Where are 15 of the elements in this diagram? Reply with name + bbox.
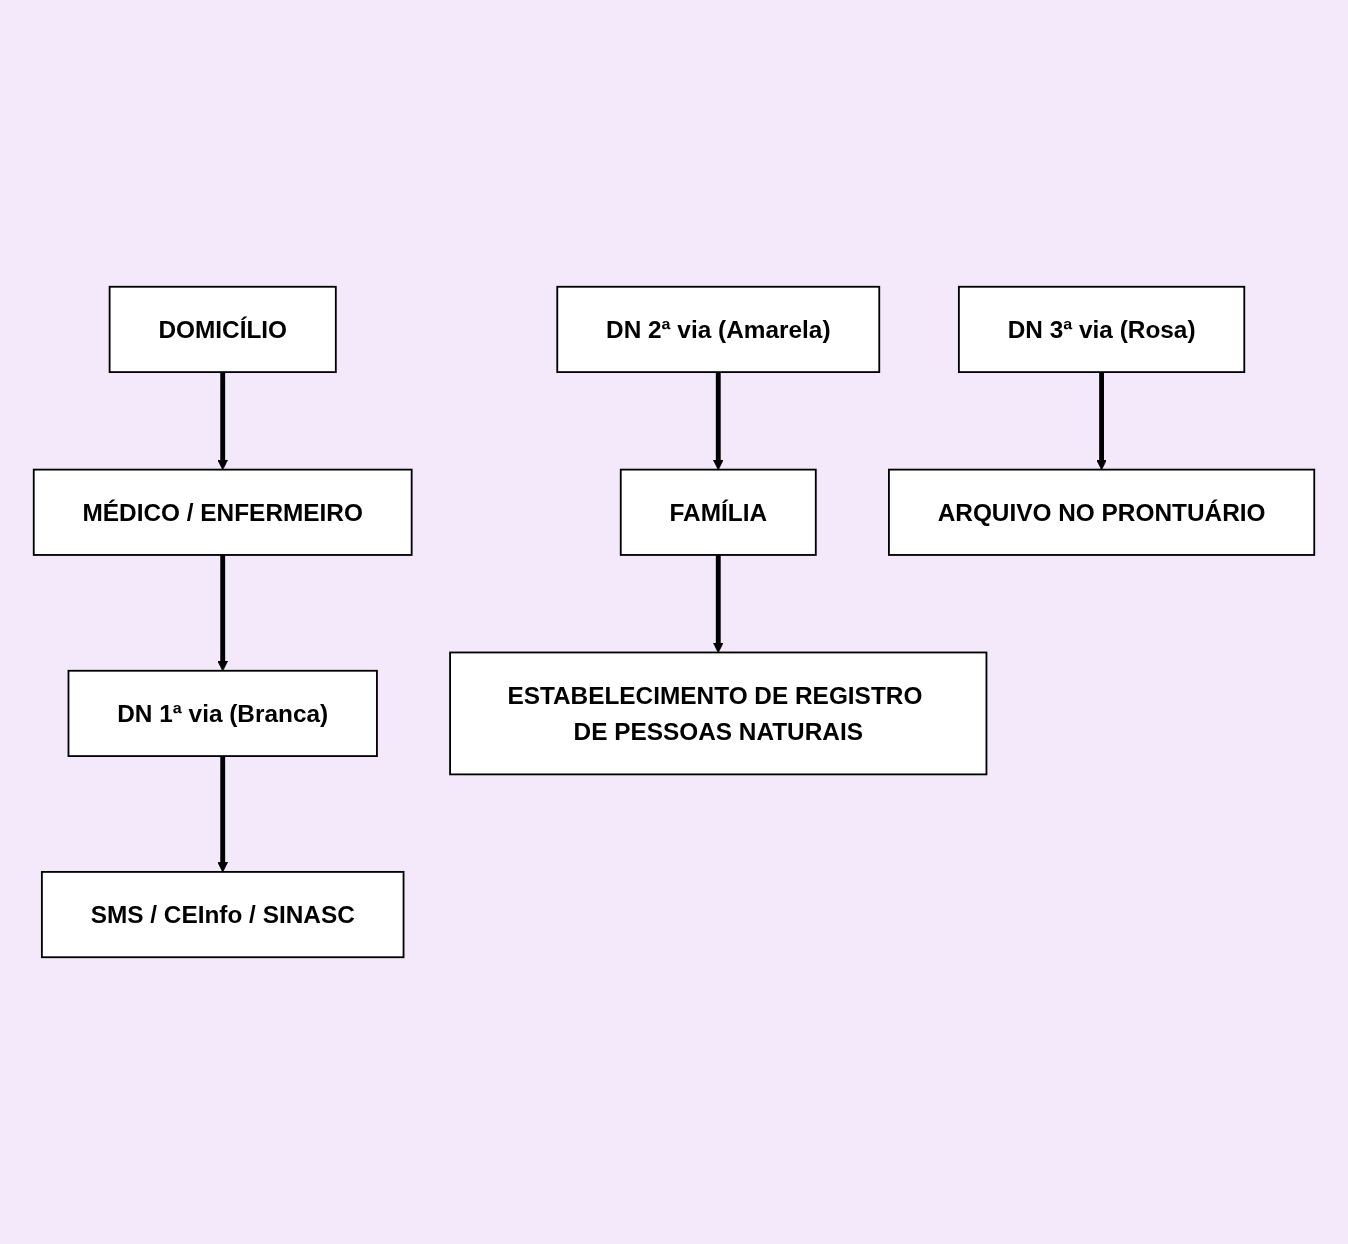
node-box: DN 2ª via (Amarela) — [556, 285, 881, 373]
node-box: ESTABELECIMENTO DE REGISTRO DE PESSOAS NATURAIS — [449, 651, 988, 776]
node-box: ARQUIVO NO PRONTUÁRIO — [888, 468, 1316, 556]
arrow — [712, 372, 724, 471]
node-box: SMS / CEInfo / SINASC — [40, 871, 405, 959]
arrow — [217, 372, 229, 471]
node-box: DOMICÍLIO — [108, 285, 337, 373]
node-box: DN 1ª via (Branca) — [67, 669, 378, 757]
arrow — [712, 554, 724, 653]
arrow — [1096, 372, 1107, 471]
node-box: MÉDICO / ENFERMEIRO — [32, 468, 413, 556]
arrow — [217, 554, 229, 672]
arrow — [217, 756, 229, 873]
node-box: FAMÍLIA — [619, 468, 817, 556]
node-box: DN 3ª via (Rosa) — [957, 285, 1246, 373]
